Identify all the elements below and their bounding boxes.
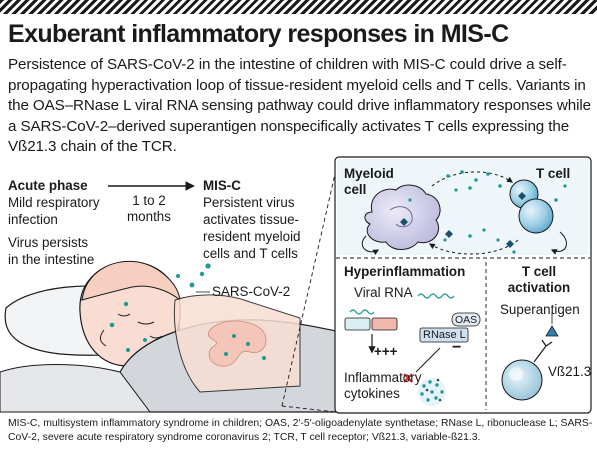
viral-rna-icon <box>417 293 455 299</box>
inhibition-line <box>415 347 441 373</box>
acute-line-1: Mild respiratory <box>8 195 100 210</box>
cytokine-dot-icons <box>408 170 567 254</box>
activated-t-cell-icon <box>501 359 543 401</box>
figure-title: Exuberant inflammatory responses in MIS-… <box>8 20 509 48</box>
misc-line-3: resident myeloid <box>203 229 301 244</box>
rnase-label: RNase L <box>423 329 466 341</box>
footnote: MIS-C, multisystem inflammatory syndrome… <box>8 418 593 443</box>
arrow-label-1: 1 to 2 <box>132 193 166 208</box>
oas-label: OAS <box>455 314 478 326</box>
misc-line-4: cells and T cells <box>203 246 298 261</box>
acute-line-4: in the intestine <box>8 252 95 267</box>
misc-line-1: Persistent virus <box>203 195 295 210</box>
viral-rna-label: Viral RNA <box>354 285 413 300</box>
t-cell-label: T cell <box>536 166 571 181</box>
tcr-receptor-icon <box>533 339 553 363</box>
myeloid-cell-icon <box>364 184 441 250</box>
hyperinflammation-heading: Hyperinflammation <box>344 264 466 279</box>
myeloid-label-2: cell <box>344 182 367 197</box>
misc-heading: MIS-C <box>203 178 241 193</box>
virus-particle-icons <box>109 263 266 360</box>
receptor-block-right <box>371 317 398 331</box>
cytokine-cluster-icon <box>418 378 446 406</box>
myeloid-label-1: Myeloid <box>344 166 394 181</box>
self-loop-arrow-right <box>550 231 567 255</box>
top-stripe-bar <box>0 0 597 14</box>
rnase-box <box>419 327 469 343</box>
cytokines-label-1: Inflammatory <box>344 370 422 385</box>
arrow-label-2: months <box>127 209 171 224</box>
tcell-activation-heading-1: T cell <box>521 264 557 279</box>
loop-arrow-top <box>431 171 513 187</box>
acute-phase-heading: Acute phase <box>8 178 88 193</box>
self-loop-arrow-left <box>361 235 380 256</box>
misc-line-2: activates tissue- <box>203 212 300 227</box>
vb-label: Vß21.3 <box>548 364 592 379</box>
receptor-block-left <box>344 317 371 331</box>
zoom-line-left <box>281 173 336 407</box>
antigen-icons <box>400 192 526 248</box>
intro-paragraph: Persistence of SARS-CoV-2 in the intesti… <box>8 56 591 155</box>
tcell-activation-heading-2: activation <box>507 280 571 295</box>
acute-line-3: Virus persists <box>8 235 89 250</box>
rna-strand-icon <box>349 309 375 315</box>
oas-box <box>451 312 481 327</box>
superantigen-label: Superantigen <box>500 302 580 317</box>
bed-sheet <box>0 364 151 413</box>
acute-line-2: infection <box>8 212 58 227</box>
zoom-line-bottom <box>281 405 337 413</box>
plus-sign-label: +++ <box>374 344 398 359</box>
sars-cov-2-label: SARS-CoV-2 <box>212 284 291 299</box>
cytokines-label-2: cytokines <box>344 386 400 401</box>
superantigen-icon <box>545 325 559 337</box>
minus-sign-label: − <box>452 339 462 356</box>
inhibit-x-icon <box>403 373 413 383</box>
intestine-icon <box>207 320 267 367</box>
